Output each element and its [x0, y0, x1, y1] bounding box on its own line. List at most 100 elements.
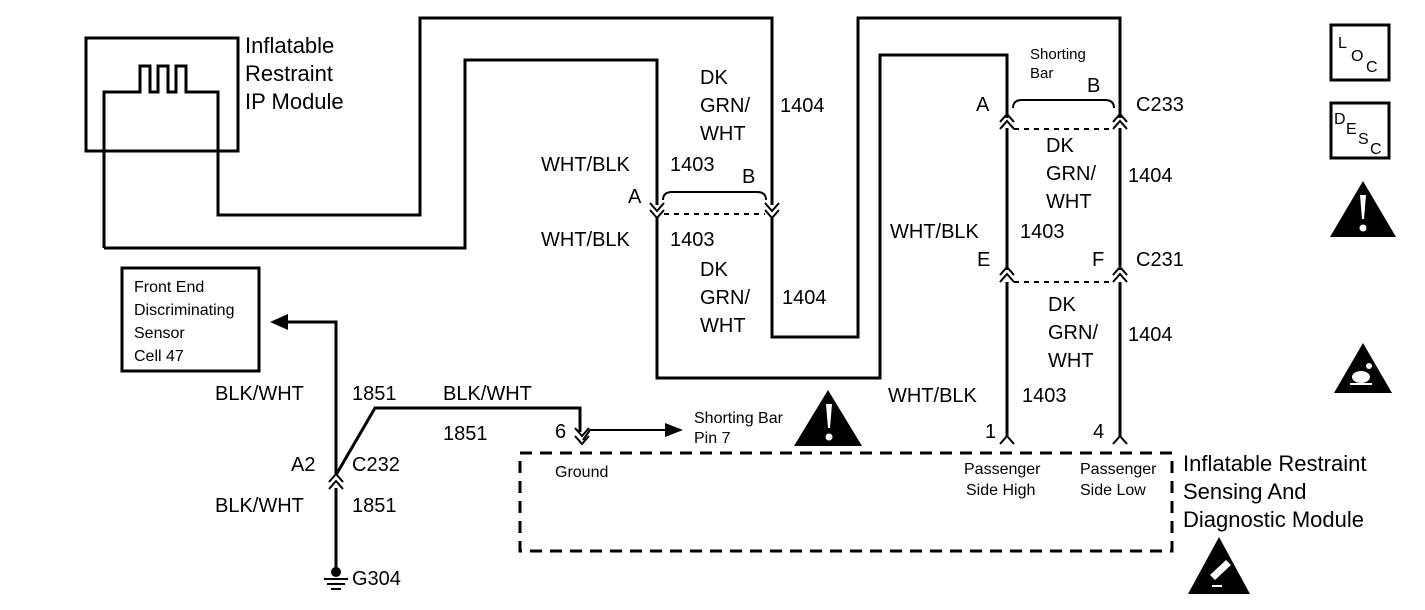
- connector-c233: Shorting Bar A B C233: [976, 46, 1184, 130]
- fed-sensor: Front End Discriminating Sensor Cell 47: [120, 266, 261, 373]
- wire-color-dk-3: DK: [1046, 135, 1074, 157]
- wire-1404-ip: [102, 16, 774, 248]
- c231-pin-e: [999, 265, 1015, 283]
- sdm-label-2: Sensing And: [1183, 479, 1307, 504]
- ground-label: Ground: [555, 464, 608, 481]
- wire-color-whtblk-3: WHT/BLK: [890, 221, 980, 243]
- c232-pin-a2: [328, 472, 344, 490]
- c231-label: C231: [1136, 249, 1184, 271]
- circuit-1403-1: 1403: [670, 154, 715, 176]
- connector-c231: E F C231: [977, 249, 1184, 283]
- fed-sensor-label-2: Discriminating: [134, 302, 234, 319]
- circuit-1851-1: 1851: [352, 383, 397, 405]
- pass-low-label-1: Passenger: [1080, 461, 1157, 478]
- wire-color-grn-2: GRN/: [700, 287, 750, 309]
- loc-letter-l: L: [1338, 35, 1347, 52]
- sdm-pin-4: [1112, 434, 1128, 445]
- circuit-1851-3: 1851: [352, 495, 397, 517]
- c232-label: C232: [352, 454, 400, 476]
- loc-letter-o: O: [1351, 48, 1363, 65]
- wire-color-blkwht-3: BLK/WHT: [215, 495, 304, 517]
- wire-1403-mid: [655, 53, 1009, 380]
- ip-module-label-3: IP Module: [245, 89, 344, 114]
- circuit-1403-4: 1403: [1022, 385, 1067, 407]
- wire-color-whtblk-2: WHT/BLK: [541, 229, 631, 251]
- ip-module: Inflatable Restraint IP Module: [84, 16, 774, 250]
- c231-pin-f-label: F: [1092, 249, 1104, 271]
- c233-pin-a-label: A: [976, 94, 990, 116]
- pin-b-label: B: [742, 166, 755, 188]
- wire-color-blkwht-1: BLK/WHT: [215, 383, 304, 405]
- circuit-1403-2: 1403: [670, 229, 715, 251]
- c231-pin-f: [1112, 265, 1128, 283]
- wire-1404-mid: [770, 16, 1122, 339]
- wire-color-dk-2: DK: [700, 259, 728, 281]
- fed-sensor-box: [120, 266, 261, 373]
- wire-color-dk-1: DK: [700, 67, 728, 89]
- circuit-1403-3: 1403: [1020, 221, 1065, 243]
- wire-color-wht-3: WHT: [1046, 191, 1092, 213]
- circuit-1404-2: 1404: [782, 287, 827, 309]
- shorting-bar-ab: [662, 191, 767, 201]
- sdm-label-1: Inflatable Restraint: [1183, 451, 1366, 476]
- c233-label: C233: [1136, 94, 1184, 116]
- loc-icon: L O C: [1329, 23, 1391, 82]
- shorting-bar-pin7-label-1: Shorting Bar: [694, 410, 784, 427]
- c233-pin-b: [1112, 112, 1128, 130]
- shorting-bar-label-2: Bar: [1030, 65, 1053, 82]
- wire-1403-ip: [104, 58, 659, 250]
- arrow-pin7-icon: [665, 423, 683, 437]
- sdm-pin-1: [999, 434, 1015, 445]
- pin-6-chevron: [574, 427, 590, 446]
- wire-color-grn-1: GRN/: [700, 95, 750, 117]
- ground-label-g304: G304: [352, 568, 401, 590]
- pass-low-label-2: Side Low: [1080, 482, 1146, 499]
- esd-icon: [1188, 537, 1250, 594]
- desc-letter-d: D: [1334, 111, 1346, 128]
- shorting-bar-label-1: Shorting: [1030, 46, 1086, 63]
- ip-module-label-2: Restraint: [245, 61, 333, 86]
- pass-high-label-1: Passenger: [964, 461, 1041, 478]
- wire-1851-sensor: [285, 320, 338, 475]
- wire-color-dk-4: DK: [1048, 294, 1076, 316]
- warning-icon: [1330, 181, 1396, 237]
- pin-6-label: 6: [555, 421, 566, 443]
- fed-sensor-label-4: Cell 47: [134, 348, 184, 365]
- circuit-1851-2: 1851: [443, 423, 488, 445]
- shorting-bar-c233: [1012, 99, 1115, 109]
- sdm-pin-1-label: 1: [985, 421, 996, 443]
- desc-icon: D E S C: [1329, 101, 1391, 160]
- desc-letter-c: C: [1370, 141, 1382, 158]
- c232-pin-a2-label: A2: [291, 454, 315, 476]
- wire-color-wht-4: WHT: [1048, 350, 1094, 372]
- sdm-pin-4-label: 4: [1093, 421, 1104, 443]
- pass-high-label-2: Side High: [966, 482, 1035, 499]
- sdm-box: [518, 451, 1174, 553]
- desc-letter-s: S: [1358, 131, 1369, 148]
- wire-color-blkwht-2: BLK/WHT: [443, 383, 532, 405]
- circuit-1404-4: 1404: [1128, 324, 1173, 346]
- airbag-icon: [1334, 343, 1392, 393]
- c231-pin-e-label: E: [977, 249, 990, 271]
- c233-pin-b-label: B: [1087, 75, 1100, 97]
- ground-g304-icon: [324, 567, 348, 590]
- wire-color-whtblk-1: WHT/BLK: [541, 154, 631, 176]
- connector-pin-a: [649, 202, 665, 220]
- fed-sensor-label-3: Sensor: [134, 325, 185, 342]
- sdm-module: Ground Passenger Side High Passenger Sid…: [518, 451, 1366, 553]
- connector-pin-b: [764, 202, 780, 220]
- wire-color-whtblk-4: WHT/BLK: [888, 385, 978, 407]
- circuit-1404-3: 1404: [1128, 165, 1173, 187]
- desc-letter-e: E: [1346, 121, 1357, 138]
- wire-color-grn-3: GRN/: [1046, 163, 1096, 185]
- arrow-to-sensor-icon: [270, 314, 288, 330]
- wire-color-wht-2: WHT: [700, 315, 746, 337]
- sdm-label-3: Diagnostic Module: [1183, 507, 1364, 532]
- fed-sensor-label-1: Front End: [134, 279, 204, 296]
- pin-a-label: A: [628, 186, 642, 208]
- warning-icon: [794, 390, 862, 446]
- shorting-bar-pin7-line: [582, 429, 668, 441]
- c233-pin-a: [999, 112, 1015, 130]
- circuit-1404-1: 1404: [780, 95, 825, 117]
